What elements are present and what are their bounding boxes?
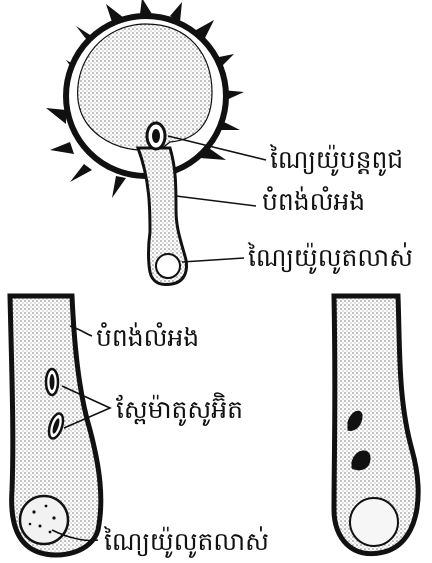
pollen-tube-right xyxy=(334,296,418,554)
tube-nucleus-top xyxy=(156,254,180,278)
label-pollen-tube-top: បំពង់លំអង xyxy=(262,186,365,216)
pollen-tube-left xyxy=(10,296,101,555)
leader-tube-nucleus-top xyxy=(182,258,244,262)
label-pollen-tube-bottom: បំពង់លំអង xyxy=(96,322,199,352)
label-generative-nucleus: ណៃ្យយ៉ូបន្តពូជ xyxy=(269,144,403,176)
label-sperm-cells: ស្ពែម៉ាតូសូអ៊ិត xyxy=(116,392,243,426)
pollen-grain-cytoplasm xyxy=(78,24,212,150)
leader-pollen-tube-top xyxy=(176,196,256,206)
label-tube-nucleus-top: ណៃ្យយ៉ូលូតលាស់ xyxy=(247,242,413,274)
label-tube-nucleus-bottom: ណៃ្យយ៉ូលូតលាស់ xyxy=(103,526,269,558)
pollen-grain-germinating xyxy=(46,0,244,285)
tube-nucleus-right xyxy=(350,498,398,546)
tube-nucleus-bottom xyxy=(20,496,68,544)
